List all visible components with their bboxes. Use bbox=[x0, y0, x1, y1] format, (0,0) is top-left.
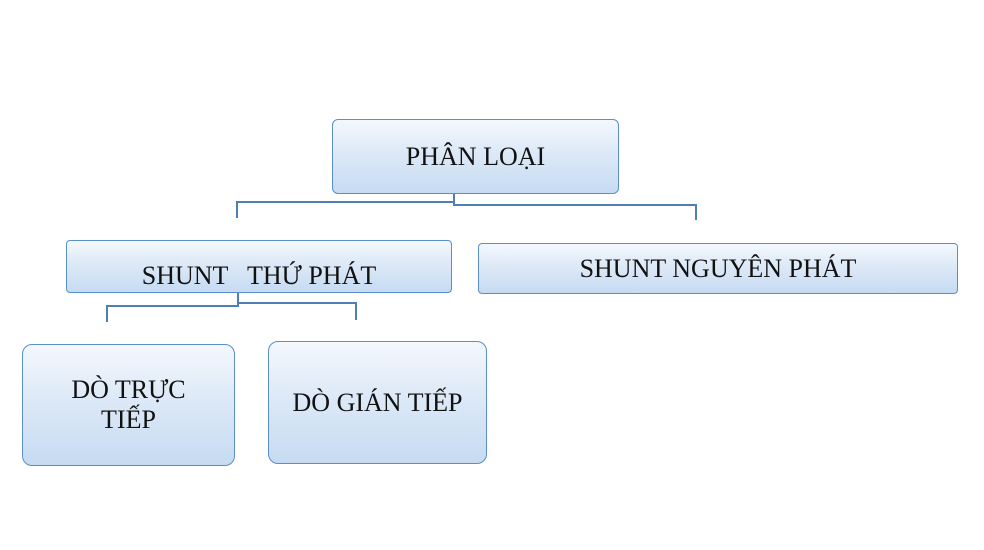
indirect-fistula-label: DÒ GIÁN TIẾP bbox=[292, 387, 463, 417]
connector-secondary-to-direct bbox=[106, 293, 239, 322]
connector-root-to-secondary bbox=[236, 194, 455, 218]
secondary-shunt-label: SHUNT THỨ PHÁT bbox=[141, 261, 377, 291]
primary-shunt-label: SHUNT NGUYÊN PHÁT bbox=[579, 254, 857, 283]
node-secondary-shunt: SHUNT THỨ PHÁT bbox=[66, 240, 452, 293]
connector-root-to-primary bbox=[453, 202, 697, 220]
node-primary-shunt: SHUNT NGUYÊN PHÁT bbox=[478, 243, 958, 294]
connector-secondary-to-indirect bbox=[238, 302, 357, 320]
node-indirect-fistula: DÒ GIÁN TIẾP bbox=[268, 341, 487, 464]
direct-fistula-label-line2: TIẾP bbox=[101, 405, 156, 434]
root-node-classification: PHÂN LOẠI bbox=[332, 119, 619, 194]
node-direct-fistula: DÒ TRỰC TIẾP bbox=[22, 344, 235, 466]
direct-fistula-label-line1: DÒ TRỰC bbox=[71, 375, 186, 405]
root-node-label: PHÂN LOẠI bbox=[405, 141, 546, 171]
